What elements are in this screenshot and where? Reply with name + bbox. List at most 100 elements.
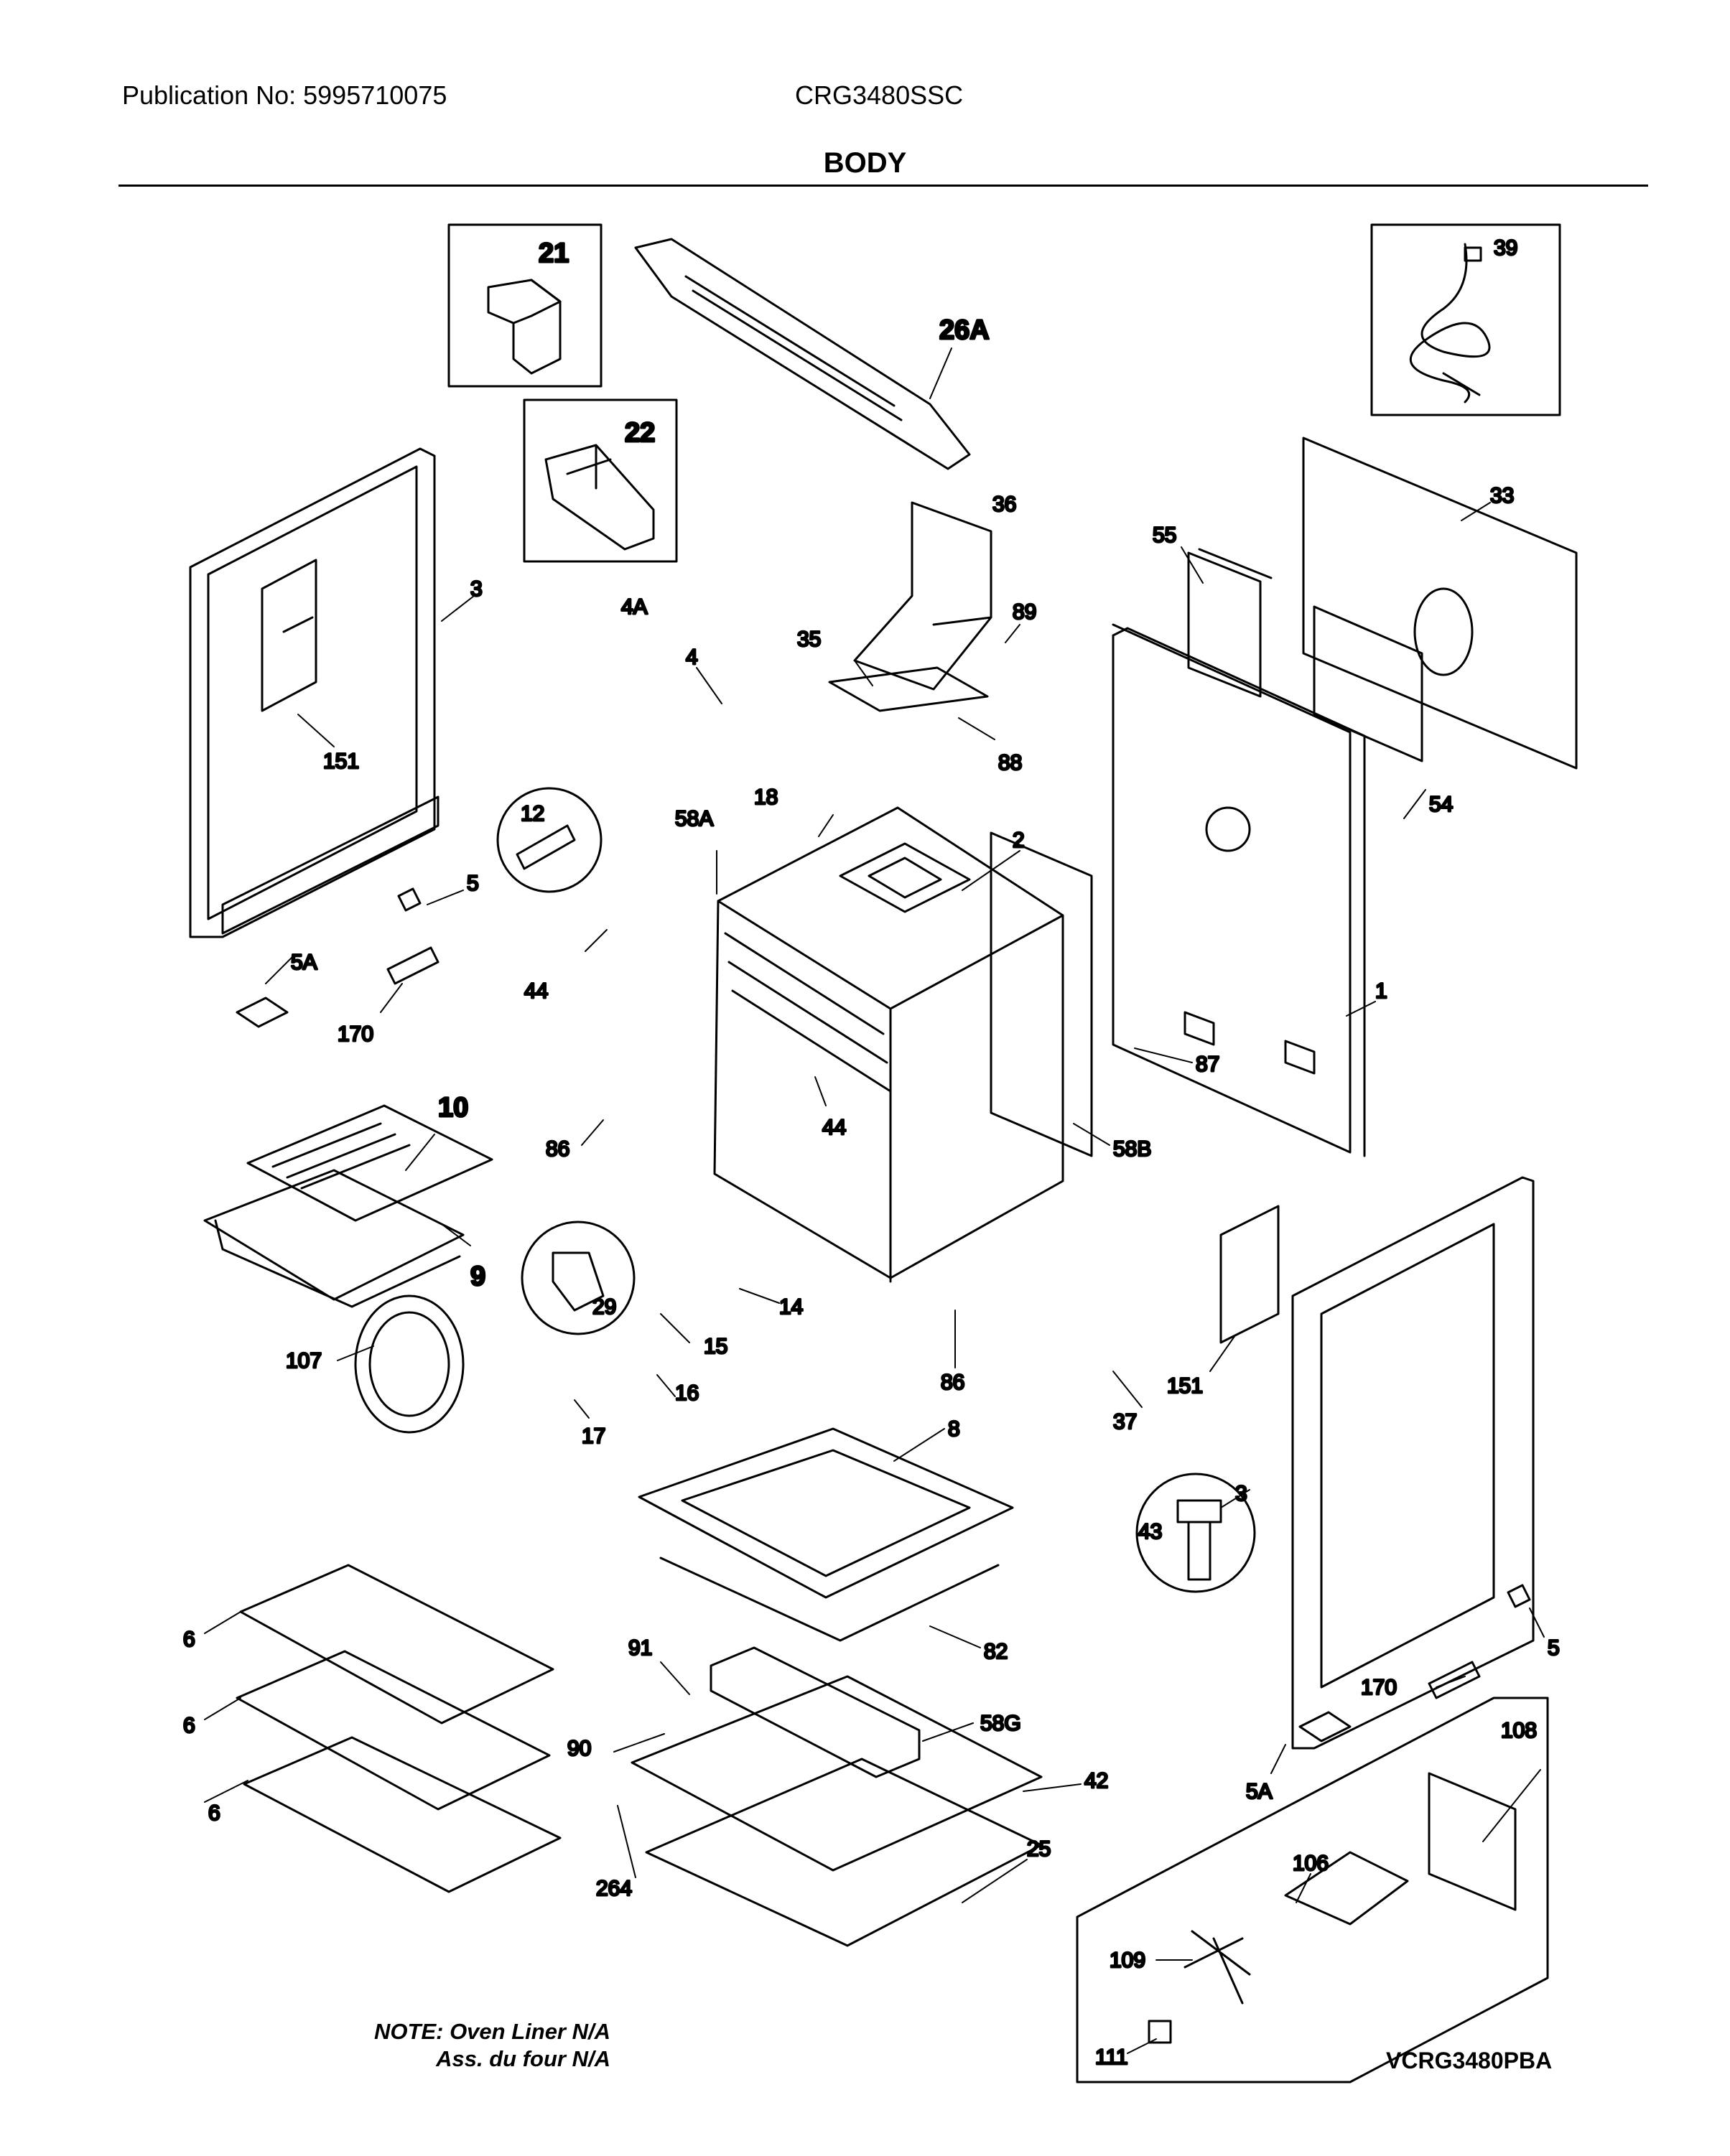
callout-36: 36 [992, 493, 1016, 516]
callout-43: 43 [1138, 1520, 1162, 1544]
callout-44-mid: 44 [822, 1116, 846, 1139]
inset-29-socket[interactable] [521, 1221, 636, 1335]
part-2-vent-plate[interactable] [839, 842, 971, 913]
callout-58G: 58G [980, 1712, 1021, 1735]
callout-107: 107 [286, 1349, 322, 1373]
part-6-oven-racks[interactable] [236, 1564, 562, 1893]
header-divider [118, 185, 1648, 187]
callout-15: 15 [704, 1335, 727, 1358]
callout-29: 29 [592, 1295, 616, 1319]
callout-91: 91 [628, 1636, 652, 1660]
callout-3-left: 3 [470, 577, 483, 601]
callout-44-top: 44 [524, 979, 548, 1003]
callout-42: 42 [1084, 1769, 1108, 1793]
callout-82: 82 [984, 1640, 1008, 1663]
part-26A-top-bracket[interactable] [634, 238, 971, 470]
part-5A-hinge-receivers[interactable] [236, 997, 1352, 1742]
callout-21: 21 [539, 238, 569, 269]
callout-33: 33 [1490, 484, 1514, 508]
part-5-leveling-legs[interactable] [397, 887, 1531, 1608]
callout-5-right: 5 [1548, 1636, 1560, 1660]
part-36-vent-duct[interactable] [853, 501, 992, 691]
part-25-cover-plate[interactable] [645, 1758, 1043, 1947]
callout-108: 108 [1501, 1719, 1537, 1742]
part-170-hinges[interactable] [386, 946, 1481, 1699]
note-oven-liner-french: Ass. du four N/A [436, 2046, 610, 2071]
callout-12: 12 [521, 802, 544, 826]
callout-151-right: 151 [1167, 1374, 1203, 1398]
callout-10: 10 [438, 1093, 468, 1123]
callout-39: 39 [1494, 236, 1517, 260]
callout-4: 4 [686, 645, 698, 669]
publication-number: Publication No: 5995710075 [122, 80, 447, 110]
callout-88: 88 [998, 751, 1022, 775]
part-3-left-side-panel[interactable] [189, 447, 440, 938]
callout-3-right: 3 [1235, 1482, 1247, 1506]
callout-264: 264 [596, 1877, 632, 1900]
callout-106: 106 [1293, 1852, 1329, 1875]
callout-90: 90 [567, 1737, 591, 1760]
callout-111: 111 [1095, 2045, 1128, 2069]
callout-26A: 26A [939, 315, 990, 345]
callout-5A-left: 5A [291, 951, 317, 974]
callout-89: 89 [1013, 600, 1036, 624]
callout-9: 9 [470, 1261, 485, 1292]
callout-37: 37 [1113, 1410, 1137, 1434]
callout-86-right: 86 [941, 1371, 964, 1394]
callout-6-mid: 6 [183, 1714, 195, 1737]
inset-21[interactable] [447, 223, 603, 388]
part-1-rear-panel[interactable] [1112, 623, 1366, 1157]
part-3-right-side-panel[interactable] [1291, 1176, 1535, 1750]
part-58B-insulation-blanket[interactable] [990, 831, 1093, 1157]
inset-22[interactable] [523, 398, 678, 563]
callout-2: 2 [1013, 829, 1025, 852]
callout-22: 22 [625, 418, 655, 448]
callout-58A: 58A [675, 807, 713, 831]
inset-12-igniter[interactable] [496, 787, 603, 893]
part-9-broil-pan[interactable] [203, 1169, 465, 1308]
inset-39-power-cord[interactable] [1370, 223, 1561, 416]
callout-25: 25 [1027, 1837, 1051, 1861]
callout-8: 8 [948, 1417, 960, 1441]
callout-6-top: 6 [183, 1628, 195, 1651]
callout-6-bottom: 6 [208, 1801, 220, 1825]
part-58G-burner-insulation[interactable] [710, 1646, 921, 1778]
callout-1: 1 [1375, 979, 1387, 1003]
note-oven-liner: NOTE: Oven Liner N/A [374, 2019, 610, 2044]
part-33-back-cover[interactable] [1302, 437, 1578, 770]
callout-87: 87 [1196, 1053, 1219, 1076]
inset-convection-fan-assembly[interactable] [1076, 1697, 1549, 2083]
part-10-broil-pan-insert[interactable] [246, 1104, 493, 1222]
callout-54: 54 [1429, 793, 1453, 816]
callout-151-left: 151 [323, 750, 359, 773]
part-151-right-bracket[interactable] [1219, 1205, 1280, 1344]
inset-43-screw[interactable] [1135, 1473, 1256, 1593]
part-55-cover[interactable] [1187, 548, 1273, 698]
callout-55: 55 [1153, 523, 1176, 547]
part-54-cover[interactable] [1313, 605, 1423, 762]
callout-86-left: 86 [546, 1137, 569, 1161]
callout-35: 35 [797, 627, 821, 651]
page-title: BODY [823, 147, 907, 179]
model-number: CRG3480SSC [795, 80, 964, 110]
callout-16: 16 [675, 1381, 699, 1405]
part-107-fan-cover[interactable] [354, 1294, 465, 1434]
part-35-gasket[interactable] [828, 666, 989, 712]
callout-14: 14 [779, 1295, 803, 1319]
part-82-shield[interactable] [659, 1557, 1000, 1642]
callout-109: 109 [1110, 1949, 1145, 1972]
diagram-code: VCRG3480PBA [1386, 2048, 1553, 2073]
callout-58B: 58B [1113, 1137, 1151, 1161]
callout-5-left: 5 [467, 872, 479, 895]
callout-170-left: 170 [338, 1022, 373, 1046]
callout-4A: 4A [621, 595, 648, 619]
part-8-oven-bottom[interactable] [638, 1427, 1014, 1599]
part-42-burner-base[interactable] [631, 1675, 1043, 1872]
part-58A-oven-insulation[interactable] [713, 806, 1064, 1283]
callout-170-right: 170 [1361, 1676, 1397, 1699]
callout-5A-right: 5A [1246, 1780, 1273, 1803]
callout-17: 17 [582, 1424, 605, 1448]
leader-lines [204, 347, 1545, 2054]
callout-18: 18 [754, 785, 778, 809]
